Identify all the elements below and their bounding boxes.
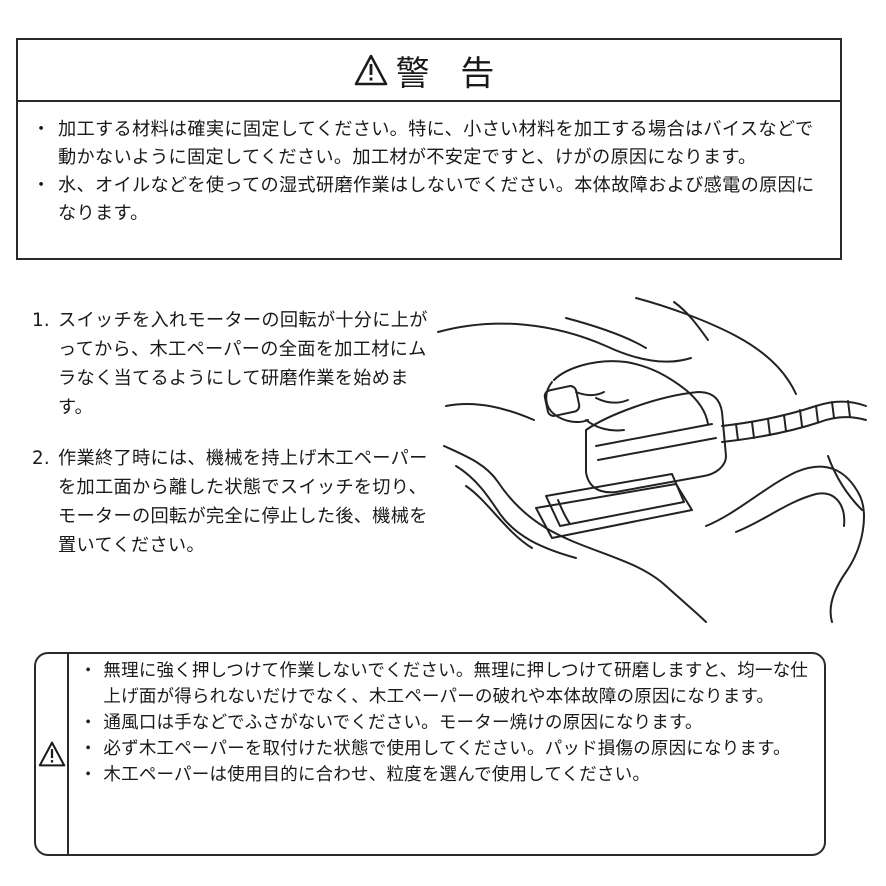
instruction-steps: 1. スイッチを入れモーターの回転が十分に上がってから、木工ペーパーの全面を加工… xyxy=(32,306,432,582)
step-text: スイッチを入れモーターの回転が十分に上がってから、木工ペーパーの全面を加工材にム… xyxy=(58,310,428,418)
caution-item: 通風口は手などでふさがないでください。モーター焼けの原因になります。 xyxy=(79,710,814,736)
caution-item: 無理に強く押しつけて作業しないでください。無理に押しつけて研磨しますと、均一な仕… xyxy=(79,658,814,710)
warning-item: 加工する材料は確実に固定してください。特に、小さい材料を加工する場合はバイスなど… xyxy=(32,116,820,172)
step-number: 1. xyxy=(32,310,50,331)
caution-list: 無理に強く押しつけて作業しないでください。無理に押しつけて研磨しますと、均一な仕… xyxy=(69,654,824,854)
warning-header: 警 告 xyxy=(18,40,840,102)
step-item: 1. スイッチを入れモーターの回転が十分に上がってから、木工ペーパーの全面を加工… xyxy=(32,306,432,422)
step-number: 2. xyxy=(32,448,50,469)
warning-list: 加工する材料は確実に固定してください。特に、小さい材料を加工する場合はバイスなど… xyxy=(18,102,840,228)
caution-icon-cell xyxy=(36,654,70,854)
caution-item: 必ず木工ペーパーを取付けた状態で使用してください。パッド損傷の原因になります。 xyxy=(79,736,814,762)
caution-triangle-icon xyxy=(38,741,65,767)
warning-title: 警 告 xyxy=(395,53,505,94)
warning-triangle-icon xyxy=(354,54,387,86)
warning-item: 水、オイルなどを使っての湿式研磨作業はしないでください。本体故障および感電の原因… xyxy=(32,172,820,228)
warning-box: 警 告 加工する材料は確実に固定してください。特に、小さい材料を加工する場合はバ… xyxy=(16,38,842,260)
step-text: 作業終了時には、機械を持上げ木工ペーパーを加工面から離した状態でスイッチを切り、… xyxy=(58,448,428,556)
caution-item: 木工ペーパーは使用目的に合わせ、粒度を選んで使用してください。 xyxy=(79,762,814,788)
step-item: 2. 作業終了時には、機械を持上げ木工ペーパーを加工面から離した状態でスイッチを… xyxy=(32,444,432,560)
caution-box: 無理に強く押しつけて作業しないでください。無理に押しつけて研磨しますと、均一な仕… xyxy=(34,652,826,856)
hand-holding-sander-illustration xyxy=(437,297,867,623)
